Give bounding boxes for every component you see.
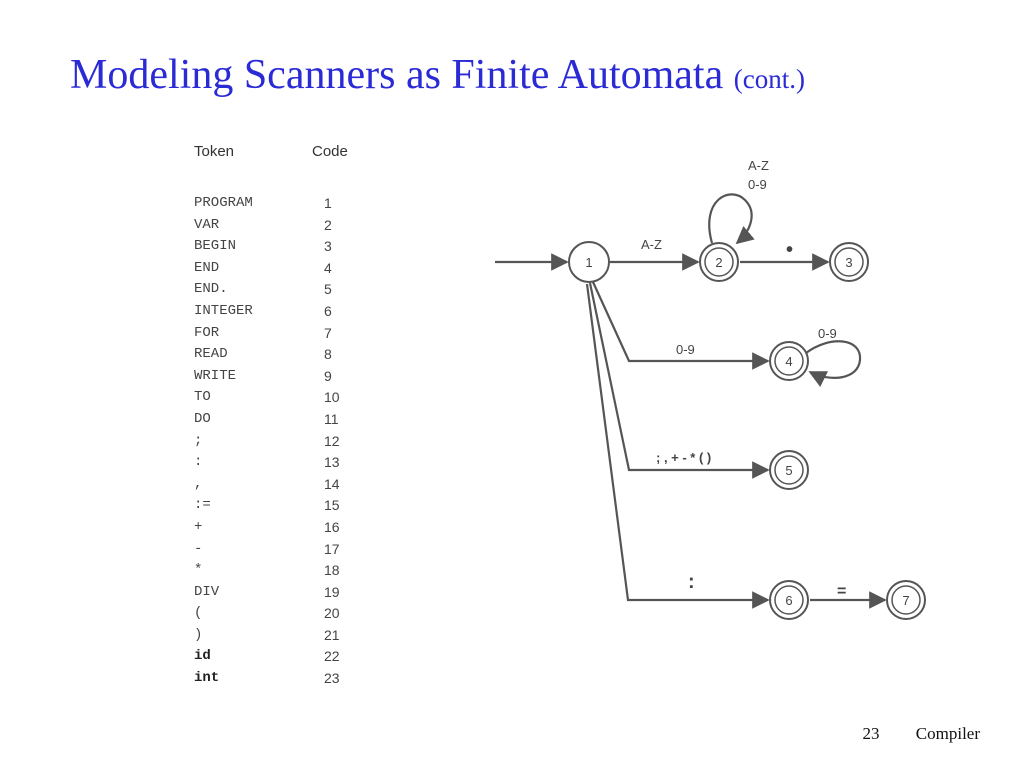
code-cell: 8 <box>324 346 332 363</box>
svg-text:4: 4 <box>785 354 792 369</box>
code-cell: 19 <box>324 583 340 600</box>
token-cell: ( <box>194 605 203 622</box>
token-cell: INTEGER <box>194 302 253 319</box>
code-cell: 3 <box>324 238 332 255</box>
label-1-2: A-Z <box>641 237 662 252</box>
svg-text:5: 5 <box>785 463 792 478</box>
code-cell: 16 <box>324 518 340 535</box>
token-cell: + <box>194 518 203 535</box>
state-2: 2 <box>699 242 739 282</box>
code-cell: 18 <box>324 562 340 579</box>
token-cell: WRITE <box>194 367 237 384</box>
token-cell: * <box>194 562 203 579</box>
label-1-5: ; , + - * ( ) <box>656 450 711 465</box>
code-cell: 1 <box>324 195 332 211</box>
code-cell: 7 <box>324 324 332 341</box>
edge-4-4-loop <box>805 340 862 387</box>
edge-1-6 <box>585 283 770 609</box>
code-cell: 21 <box>324 626 340 643</box>
label-6-7: = <box>837 583 846 600</box>
token-cell: - <box>194 540 203 557</box>
svg-text:2: 2 <box>715 255 722 270</box>
header-token: Token <box>194 143 235 160</box>
state-7: 7 <box>886 580 926 620</box>
svg-text:6: 6 <box>785 593 792 608</box>
svg-text:3: 3 <box>845 255 852 270</box>
code-cell: 13 <box>324 454 340 471</box>
header-code: Code <box>312 143 348 160</box>
slide-title: Modeling Scanners as Finite Automata (co… <box>70 54 805 96</box>
token-cell: FOR <box>194 324 220 341</box>
title-main: Modeling Scanners as Finite Automata <box>70 52 724 98</box>
slide-footer: 23 Compiler <box>863 724 980 744</box>
token-cell: TO <box>194 389 211 406</box>
state-6: 6 <box>769 580 809 620</box>
token-cell: PROGRAM <box>194 195 253 211</box>
code-cell: 9 <box>324 367 332 384</box>
state-3: 3 <box>829 242 869 282</box>
token-cell: ) <box>194 626 203 643</box>
code-cell: 12 <box>324 432 340 449</box>
course-name: Compiler <box>915 724 980 743</box>
edge-1-5 <box>588 282 770 479</box>
state-5: 5 <box>769 450 809 490</box>
code-cell: 17 <box>324 540 340 557</box>
code-cell: 22 <box>324 648 340 665</box>
label-1-6: : <box>688 571 695 593</box>
edge-1-4 <box>591 281 770 370</box>
edge-2-2-loop <box>708 193 755 245</box>
code-cell: 20 <box>324 605 340 622</box>
svg-text:7: 7 <box>902 593 909 608</box>
token-cell: : <box>194 454 203 471</box>
token-cell: DIV <box>194 583 220 600</box>
token-cell: DO <box>194 410 211 427</box>
label-1-4: 0-9 <box>676 342 695 357</box>
token-cell: VAR <box>194 216 220 233</box>
token-cell: , <box>194 475 203 492</box>
code-cell: 14 <box>324 475 340 492</box>
label-2-3: • <box>786 239 793 261</box>
page-number: 23 <box>862 724 880 743</box>
code-cell: 2 <box>324 216 332 233</box>
token-cell: := <box>194 497 211 514</box>
token-cell: BEGIN <box>194 238 237 255</box>
token-cell: id <box>194 648 211 665</box>
code-cell: 5 <box>324 281 332 298</box>
state-4: 4 <box>769 341 809 381</box>
token-cell: END <box>194 259 220 276</box>
label-4-4: 0-9 <box>818 326 837 341</box>
token-cell: END. <box>194 281 228 298</box>
svg-text:1: 1 <box>585 255 592 270</box>
label-2-2-line2: 0-9 <box>748 177 767 192</box>
code-cell: 11 <box>324 410 339 427</box>
state-1: 1 <box>568 241 610 283</box>
title-sub: (cont.) <box>733 64 805 94</box>
label-2-2-line1: A-Z <box>748 158 769 173</box>
code-cell: 15 <box>324 497 340 514</box>
code-cell: 4 <box>324 259 332 276</box>
code-cell: 10 <box>324 389 340 406</box>
code-cell: 23 <box>324 670 340 687</box>
token-cell: ; <box>194 432 203 449</box>
token-cell: READ <box>194 346 228 363</box>
token-cell: int <box>194 670 220 687</box>
code-cell: 6 <box>324 302 332 319</box>
